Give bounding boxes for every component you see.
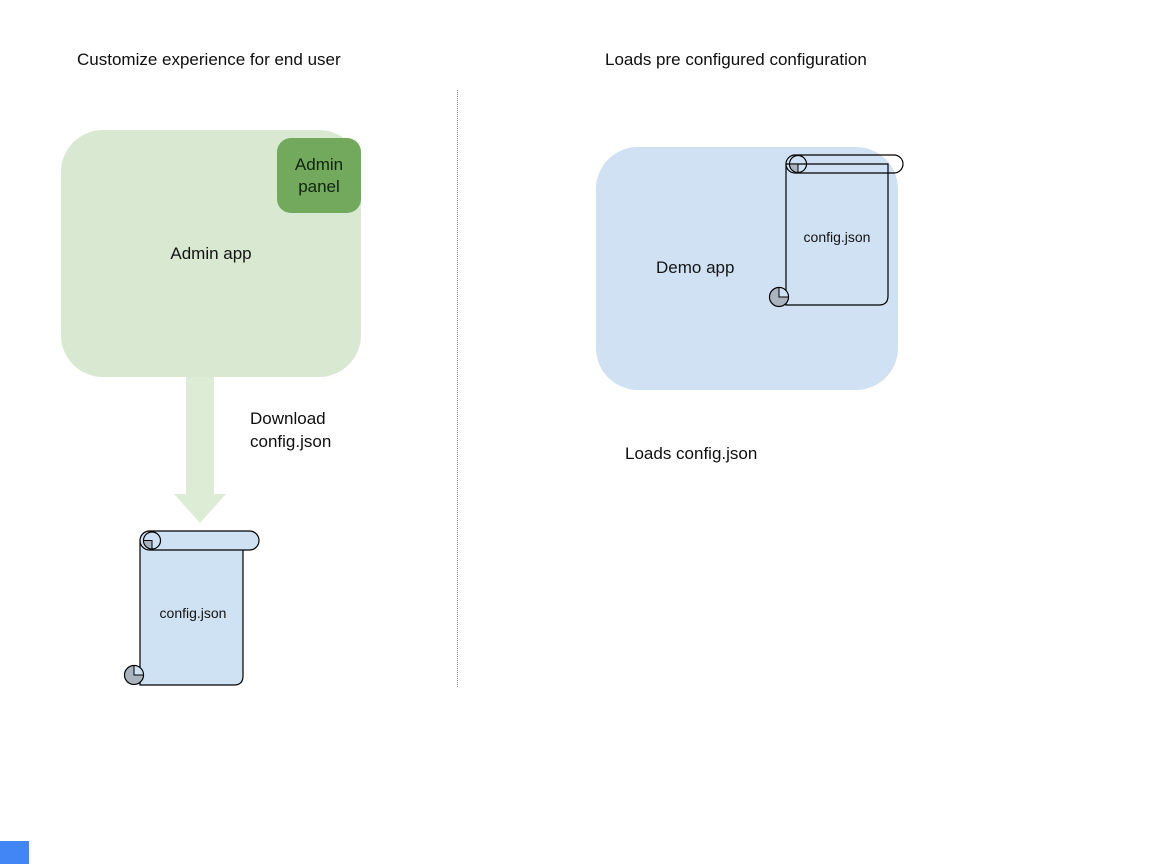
demo-app-box: Demo app: [596, 147, 898, 390]
admin-app-box: Admin app Admin panel: [61, 130, 361, 377]
config-json-scroll-shape: config.json: [768, 154, 904, 308]
loads-config-caption: Loads config.json: [625, 444, 758, 463]
admin-panel-label: Admin panel: [294, 154, 344, 196]
admin-app-label: Admin app: [170, 243, 252, 263]
config-json-label-left: config.json: [160, 605, 227, 621]
admin-panel-box: Admin panel: [277, 138, 361, 213]
download-arrow-label: Download config.json: [250, 409, 332, 451]
config-json-label-right: config.json: [804, 229, 871, 245]
right-section-title: Loads pre configured configuration: [605, 50, 867, 69]
left-section-title: Customize experience for end user: [77, 50, 341, 69]
config-json-scroll-shape: config.json: [123, 530, 260, 686]
download-arrow-icon: [174, 377, 226, 523]
corner-blue-box: [0, 841, 29, 864]
demo-app-label: Demo app: [656, 258, 735, 277]
section-divider: [457, 90, 458, 687]
